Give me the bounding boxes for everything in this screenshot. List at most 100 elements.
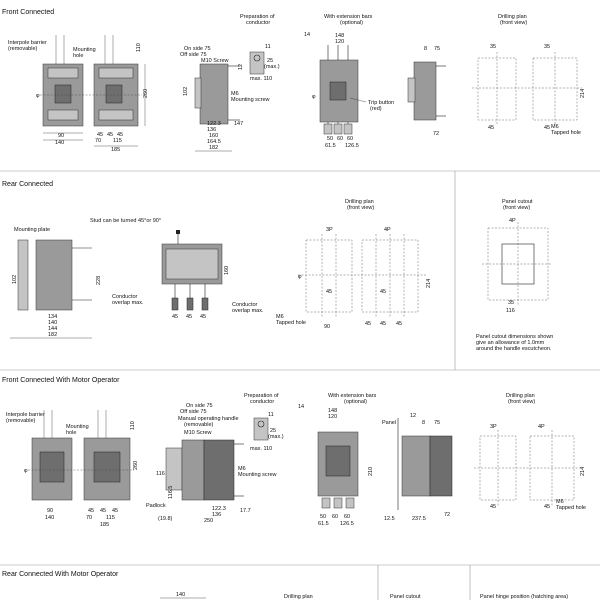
- label-tapped-hole: Tapped hole: [551, 130, 581, 136]
- dim-19-8: (19.8): [158, 516, 173, 522]
- phi-symbol-2: φ: [312, 94, 316, 100]
- dim-148: 148: [335, 33, 344, 39]
- label-mounting-screw-2: Mounting screw: [238, 472, 277, 478]
- dim-50-b: 50: [320, 514, 326, 520]
- dim-147: 147: [234, 121, 243, 127]
- dim-115: 115: [113, 138, 122, 144]
- dim-8-b: 8: [422, 420, 425, 426]
- label-cutout-note-3: around the handle escutcheon.: [476, 346, 552, 352]
- label-panel-cutout: Panel cutout: [502, 199, 533, 205]
- dim-45-d1: 45: [326, 289, 332, 295]
- label-prep-2-b: conductor: [250, 399, 274, 405]
- dim-164-5: 164.5: [207, 139, 221, 145]
- dim-144: 144: [48, 326, 57, 332]
- label-prep-2: conductor: [246, 20, 270, 26]
- label-mounting-plate: Mounting plate: [14, 227, 50, 233]
- dim-61-5: 61.5: [325, 143, 336, 149]
- label-3p: 3P: [326, 227, 333, 233]
- label-panel: Panel: [382, 420, 396, 426]
- dim-45-m1: 45: [88, 508, 94, 514]
- dim-120-b: 120: [328, 414, 337, 420]
- dim-116-5: 116.5: [168, 486, 174, 499]
- dim-60-c: 60: [332, 514, 338, 520]
- dim-122-3-b: 122.3: [212, 506, 226, 512]
- dim-116: 116: [506, 308, 515, 314]
- dim-102: 102: [183, 87, 189, 96]
- section-title-rear-motor: Rear Connected With Motor Operator: [2, 571, 119, 578]
- motor-ext-side-body: [401, 435, 431, 497]
- label-hole-2: hole: [66, 430, 76, 436]
- motor-breaker-side: [203, 439, 235, 501]
- side-body: [199, 63, 229, 125]
- dim-115-b: 115: [106, 515, 115, 521]
- dim-110: 110: [136, 43, 142, 52]
- rear-connected-front-view: Conductor overlap max. Conductor overlap…: [112, 230, 264, 320]
- label-padlock: Padlock: [146, 503, 166, 509]
- dim-70: 70: [95, 138, 101, 144]
- dim-260: 260: [143, 89, 149, 98]
- dim-45-r2: 45: [186, 314, 192, 320]
- label-panel-hinge: Panel hinge position (hatching area): [480, 594, 568, 600]
- label-m10-screw: M10 Screw: [201, 58, 229, 64]
- dim-214: 214: [580, 89, 586, 98]
- front-connected-side-view: On side 75 Off side 75 M10 Screw M6 Moun…: [180, 46, 270, 152]
- label-interpole-barrier: Interpole barrier: [8, 40, 47, 46]
- label-overlap-max-b: overlap max.: [232, 308, 264, 314]
- front-connected-front-view: Interpole barrier (removable) Mounting h…: [8, 35, 149, 153]
- label-tapped-hole-3: Tapped hole: [556, 505, 586, 511]
- label-removable-2: (removable): [6, 418, 36, 424]
- label-hole: hole: [73, 53, 83, 59]
- dim-35-c: 35: [508, 300, 514, 306]
- motor-extension-bars: With extension bars (optional) 148 120 1…: [298, 393, 453, 527]
- dim-11-b: 11: [268, 412, 274, 418]
- label-off-side: Off side 75: [180, 52, 207, 58]
- dim-11: 11: [265, 44, 271, 50]
- dim-185: 185: [111, 147, 120, 153]
- extension-bars-view: With extension bars (optional) 148 120 1…: [304, 14, 446, 149]
- label-front-view: (front view): [500, 20, 527, 26]
- dim-126-5-b: 126.5: [340, 521, 354, 527]
- dim-90-b: 90: [324, 324, 330, 330]
- rear-connected-side-view: Mounting plate Stud can be turned 45°or …: [10, 218, 161, 339]
- front-connected-drilling-plan: Drilling plan (front view) 35 35 45 45 2…: [472, 14, 586, 136]
- rear-motor-partial: 140 Drilling plan Panel cutout Panel hin…: [160, 592, 568, 600]
- dim-45-d4: 45: [380, 321, 386, 327]
- dim-45b: 45: [107, 132, 113, 138]
- label-4p-b: 4P: [509, 218, 516, 224]
- dim-140-d: 140: [176, 592, 185, 598]
- label-max-b: (max.): [268, 434, 284, 440]
- label-mounting: Mounting: [73, 47, 96, 53]
- dim-136: 136: [207, 127, 216, 133]
- label-on-side-2: On side 75: [186, 403, 213, 409]
- dim-14: 14: [304, 32, 310, 38]
- label-conductor: Conductor: [112, 294, 138, 300]
- dim-214-b: 214: [426, 279, 432, 288]
- phi-symbol-4: φ: [24, 468, 28, 474]
- phi-symbol: φ: [36, 93, 40, 99]
- dim-140-b: 140: [48, 320, 57, 326]
- dim-17-7: 17.7: [240, 508, 251, 514]
- dim-260-b: 260: [133, 461, 139, 470]
- dim-136-b: 136: [212, 512, 221, 518]
- section-title-front-motor: Front Connected With Motor Operator: [2, 377, 120, 384]
- dim-45-d5: 45: [396, 321, 402, 327]
- dim-45-d3: 45: [365, 321, 371, 327]
- label-max-110: max. 110: [250, 76, 272, 82]
- dim-148-b: 148: [328, 408, 337, 414]
- motor-drilling-plan: Drilling plan (front view) 3P 4P 45 45 2…: [474, 393, 586, 511]
- label-tapped-hole-2: Tapped hole: [276, 320, 306, 326]
- dim-160-b: 160: [224, 266, 230, 275]
- dim-122-3: 122.3: [207, 121, 221, 127]
- label-optional-2: (optional): [344, 399, 367, 405]
- dim-90: 90: [58, 133, 64, 139]
- dim-102-b: 102: [12, 275, 18, 284]
- dim-214-c: 214: [580, 467, 586, 476]
- label-trip-button: Trip button: [368, 100, 394, 106]
- dim-70-b: 70: [86, 515, 92, 521]
- dim-116-b: 116: [156, 471, 165, 477]
- label-prep-1: Preparation of: [240, 14, 275, 20]
- ext-side-body: [413, 61, 437, 121]
- dim-14-b: 14: [298, 404, 304, 410]
